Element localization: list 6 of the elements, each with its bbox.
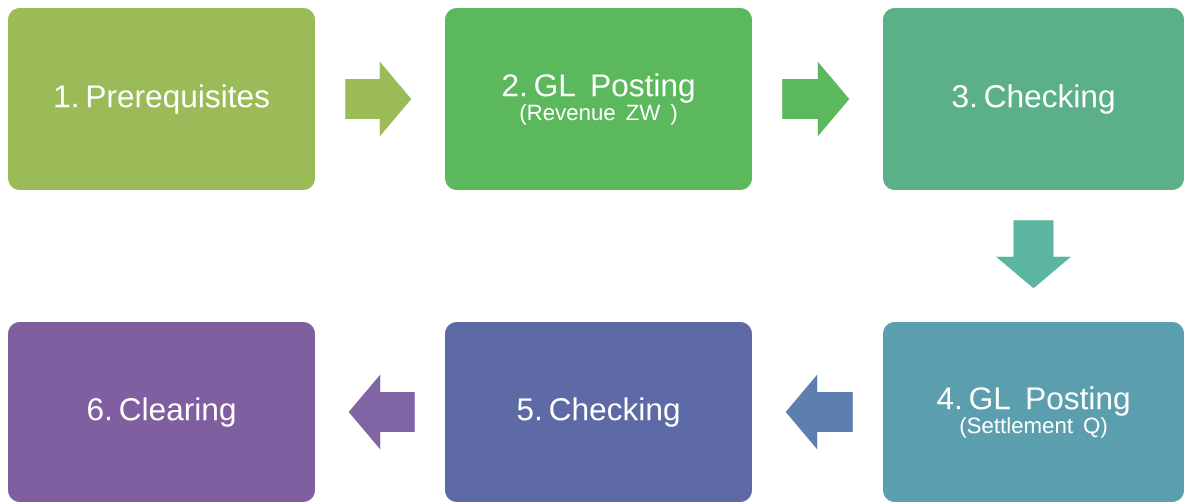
step-box: 3. Checking [883,8,1184,190]
step-box: 1. Prerequisites [8,8,315,190]
step-box: 4. GL Posting (Settlement Q) [883,322,1184,502]
step-box: 6. Clearing [8,322,315,502]
step-box: 5. Checking [445,322,752,502]
step-box: 2. GL Posting (Revenue ZW ) [445,8,752,190]
